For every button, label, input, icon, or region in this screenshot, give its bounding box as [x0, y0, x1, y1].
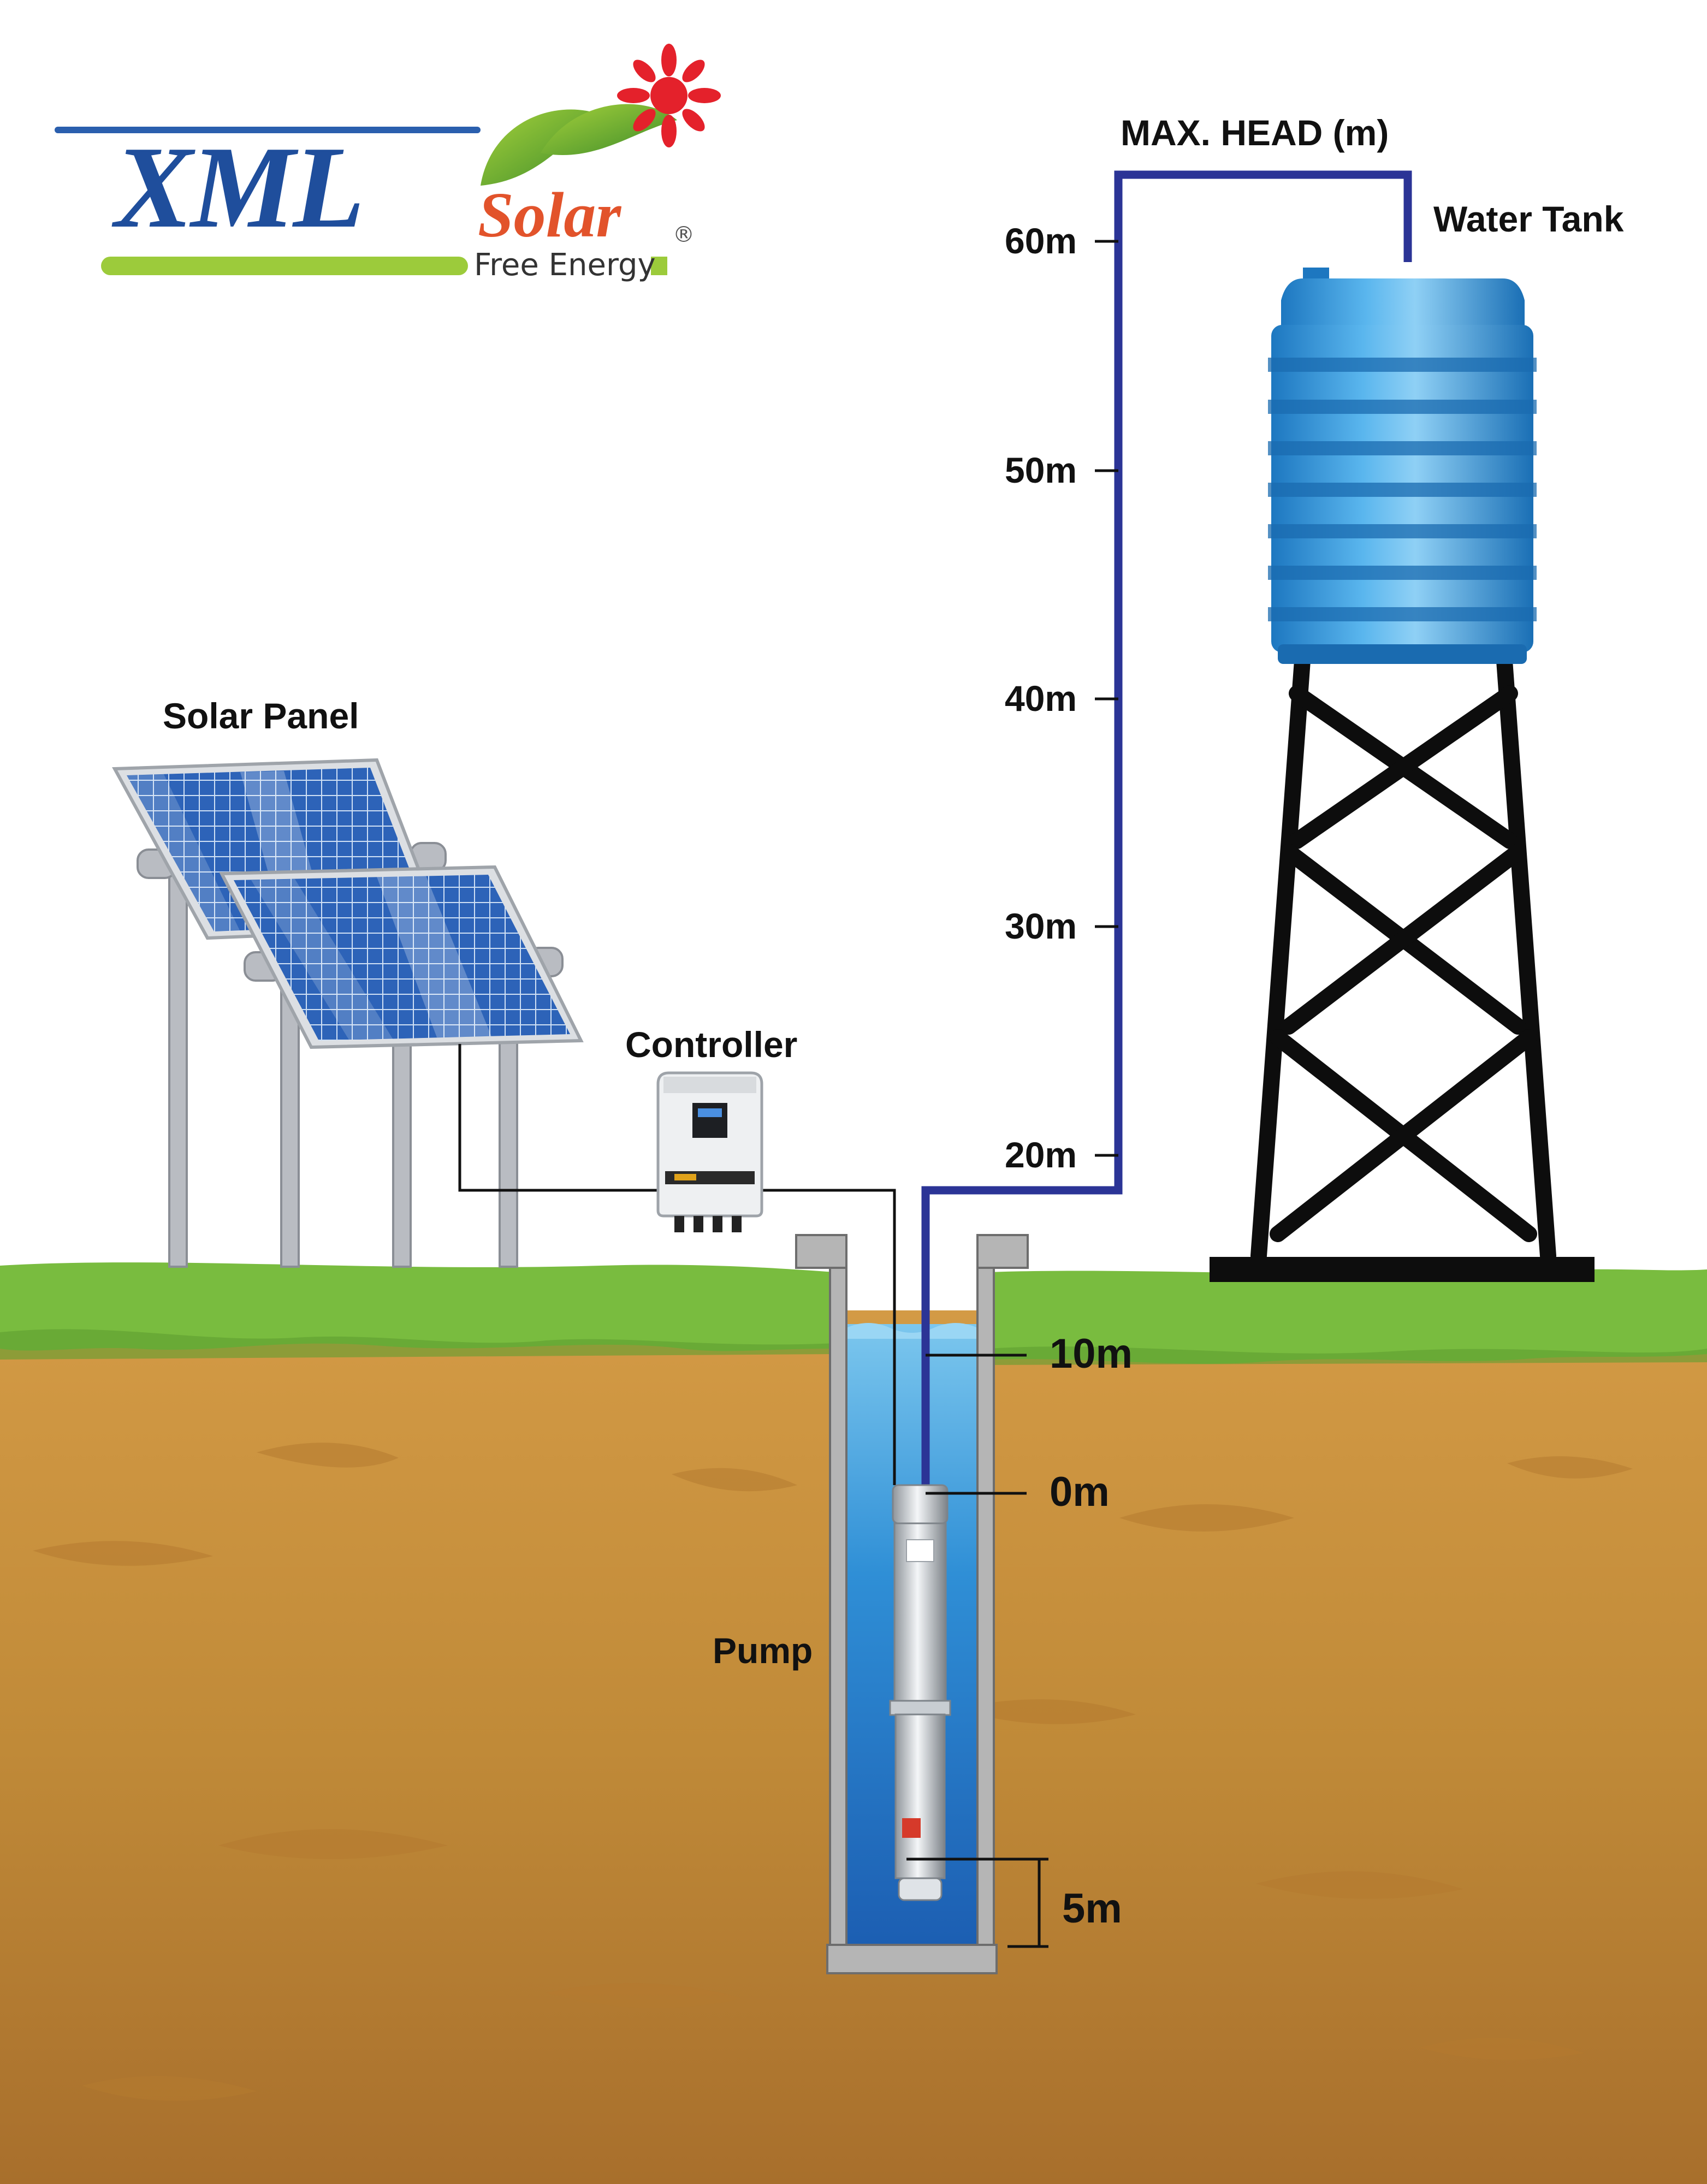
panel-stand	[137, 842, 564, 1268]
logo-registered: ®	[673, 222, 695, 247]
head-tick-label: 30m	[1005, 906, 1077, 946]
marker-pump-bottom: 5m	[1062, 1885, 1122, 1932]
controller-unit	[656, 1071, 763, 1232]
head-tick-label: 60m	[1005, 221, 1077, 261]
head-scale	[1095, 240, 1118, 1157]
label-controller: Controller	[625, 1024, 798, 1065]
delivery-pipe	[921, 170, 1412, 1491]
label-pump: Pump	[713, 1630, 813, 1671]
grass-shade	[0, 1329, 1707, 1365]
panel-to-controller-wire	[458, 1044, 661, 1192]
sun-icon	[617, 44, 721, 147]
logo-brand: XML	[115, 122, 365, 252]
logo-bar-end	[651, 257, 667, 275]
label-max-head: MAX. HEAD (m)	[1121, 112, 1389, 153]
well-wall-left	[829, 1234, 847, 1946]
wiring	[458, 1044, 896, 1485]
submersible-pump	[889, 1484, 951, 1901]
label-water-tank: Water Tank	[1433, 199, 1624, 239]
logo-tagline: Free Energy	[474, 247, 656, 283]
well-floor	[826, 1944, 998, 1974]
logo-sub: Solar	[478, 179, 621, 251]
well-markers	[906, 1354, 1048, 1948]
grass	[0, 1262, 835, 1351]
logo-swoosh-top	[55, 127, 481, 133]
label-solar-panel: Solar Panel	[163, 696, 359, 736]
logo-bar	[101, 257, 468, 275]
logo-mark	[55, 44, 721, 275]
grass-right	[988, 1269, 1707, 1364]
controller-body	[656, 1071, 763, 1218]
controller-top	[663, 1077, 756, 1093]
tower-base	[1210, 1257, 1595, 1282]
solar-panel-array	[112, 758, 584, 1268]
water-tower	[1210, 268, 1595, 1282]
controller-glands	[674, 1216, 742, 1232]
well-wall-right	[976, 1234, 995, 1946]
controller-to-pump-wire	[759, 1189, 896, 1485]
well-cap-right	[976, 1234, 1029, 1269]
head-tick-label: 50m	[1005, 450, 1077, 490]
tower-frame	[1250, 652, 1556, 1264]
controller-screen	[692, 1103, 727, 1138]
marker-water-level: 10m	[1050, 1331, 1133, 1377]
water-tank	[1268, 268, 1537, 664]
solar-panel-front	[219, 865, 584, 1049]
water-surface	[846, 1323, 977, 1339]
head-tick-label: 40m	[1005, 678, 1077, 719]
marker-pump-top: 0m	[1050, 1469, 1110, 1515]
well-cap-left	[795, 1234, 847, 1269]
head-tick-label: 20m	[1005, 1135, 1077, 1175]
